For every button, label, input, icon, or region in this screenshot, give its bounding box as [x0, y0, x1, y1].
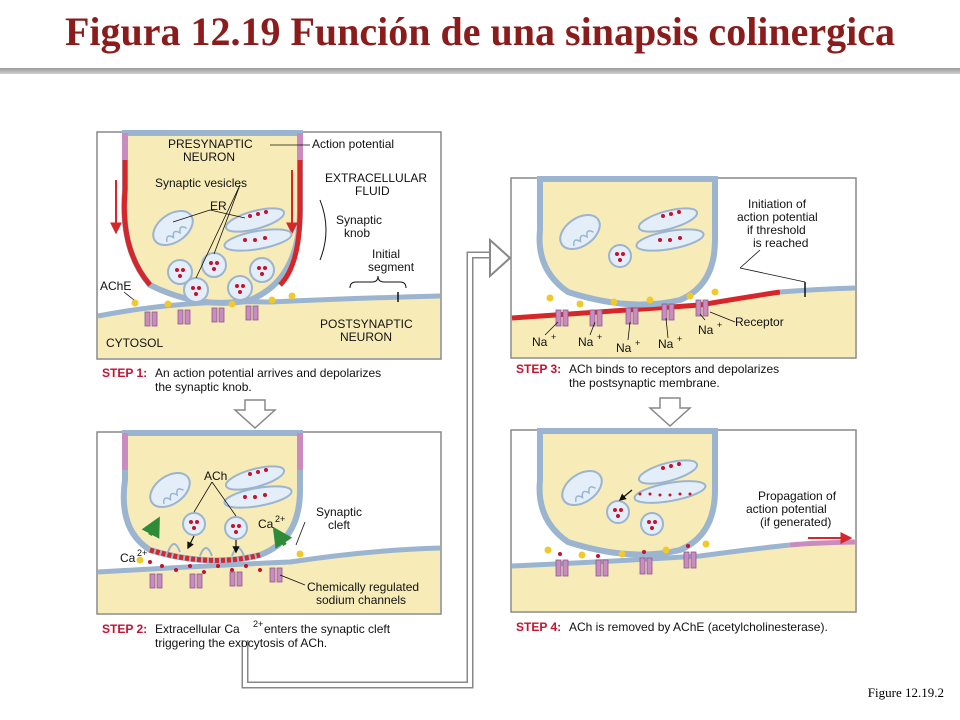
step-1-text-line1: An action potential arrives and depolari… — [155, 366, 381, 380]
na-plus-3: + — [635, 338, 640, 348]
label-er: ER — [210, 199, 227, 213]
label-propagation-1: Propagation of — [758, 489, 837, 503]
step-1-label: STEP 1: — [102, 366, 147, 380]
down-arrow-1 — [233, 399, 277, 430]
na-label-4: Na — [658, 337, 674, 351]
connector-arrowhead — [489, 237, 512, 279]
label-postsynaptic: POSTSYNAPTIC — [320, 317, 413, 331]
label-postsynaptic-neuron: NEURON — [340, 330, 392, 344]
label-initiation-4: is reached — [753, 236, 808, 250]
na-label-3: Na — [616, 341, 632, 355]
label-presynaptic: PRESYNAPTIC — [168, 137, 253, 151]
na-labels: Na + Na + Na + Na + Na + — [532, 320, 722, 355]
panel-step-2: ACh Ca 2+ Ca 2+ Synaptic cleft Chemicall… — [96, 430, 442, 650]
step-3-text-line1: ACh binds to receptors and depolarizes — [569, 362, 779, 376]
label-synaptic-vesicles: Synaptic vesicles — [155, 176, 247, 190]
panel-step-4: Propagation of action potential (if gene… — [510, 428, 857, 634]
label-cytosol: CYTOSOL — [106, 336, 163, 350]
step-2-sup: 2+ — [253, 619, 263, 629]
na-plus-2: + — [597, 332, 602, 342]
label-ca-right: Ca — [258, 517, 274, 531]
step-2-text-line1a: Extracellular Ca — [155, 622, 240, 636]
label-ach: ACh — [204, 469, 227, 483]
na-plus-4: + — [677, 334, 682, 344]
figure-credit: Figure 12.19.2 — [867, 685, 944, 700]
label-chem-regulated: Chemically regulated — [307, 580, 419, 594]
step-2-text-line2: triggering the exocytosis of ACh. — [155, 636, 327, 650]
panel-step-3: Initiation of action potential if thresh… — [510, 176, 857, 390]
step-2-label: STEP 2: — [102, 622, 147, 636]
step-4-label: STEP 4: — [516, 620, 561, 634]
label-synaptic-knob-2: knob — [344, 226, 370, 240]
label-synaptic-cleft-1: Synaptic — [316, 505, 362, 519]
label-receptor: Receptor — [735, 315, 784, 329]
na-plus-5: + — [717, 320, 722, 330]
label-synaptic-knob-1: Synaptic — [336, 213, 382, 227]
label-fluid: FLUID — [355, 184, 390, 198]
label-ca-right-sup: 2+ — [275, 514, 285, 524]
na-label-5: Na — [698, 323, 714, 337]
label-initiation-2: action potential — [737, 210, 818, 224]
label-ca-left: Ca — [120, 551, 136, 565]
step-1-text-line2: the synaptic knob. — [155, 380, 252, 394]
step-4-text-line1: ACh is removed by AChE (acetylcholineste… — [569, 620, 828, 634]
page-title: Figura 12.19 Función de una sinapsis col… — [64, 9, 896, 54]
step-3-label: STEP 3: — [516, 362, 561, 376]
na-plus-1: + — [551, 332, 556, 342]
label-segment: segment — [368, 260, 415, 274]
panel-step-1: PRESYNAPTIC NEURON Action potential Syna… — [96, 130, 442, 394]
label-initial: Initial — [372, 247, 400, 261]
step-2-text-line1b: enters the synaptic cleft — [264, 622, 391, 636]
title-divider — [0, 68, 960, 74]
label-extracellular: EXTRACELLULAR — [325, 171, 427, 185]
na-label-2: Na — [578, 335, 594, 349]
label-synaptic-cleft-2: cleft — [328, 518, 351, 532]
label-initiation-1: Initiation of — [748, 197, 807, 211]
label-sodium-channels: sodium channels — [316, 593, 406, 607]
label-action-potential: Action potential — [312, 137, 394, 151]
label-propagation-3: (if generated) — [760, 515, 831, 529]
label-ache: AChE — [100, 279, 131, 293]
down-arrow-3 — [648, 397, 692, 428]
step-3-text-line2: the postsynaptic membrane. — [569, 376, 720, 390]
label-propagation-2: action potential — [746, 502, 827, 516]
label-ca-left-sup: 2+ — [137, 548, 147, 558]
label-neuron: NEURON — [183, 150, 235, 164]
label-initiation-3: if threshold — [747, 223, 806, 237]
na-label-1: Na — [532, 335, 548, 349]
